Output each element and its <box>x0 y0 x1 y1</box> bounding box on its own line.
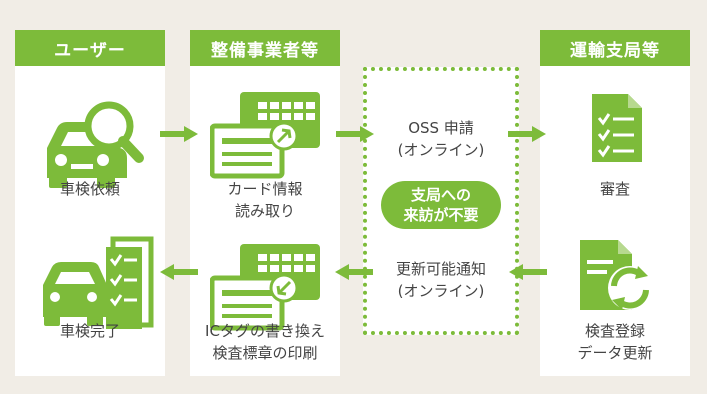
register-label-1: 検査登録 <box>584 322 645 340</box>
arrow-oss-to-bureau <box>508 126 546 142</box>
data-update-icon <box>580 240 652 310</box>
notify-label-2: (オンライン) <box>397 282 485 300</box>
arrow-operator-to-oss <box>336 126 374 142</box>
request-label: 車検依頼 <box>59 180 120 198</box>
car-search-icon <box>47 101 144 188</box>
card-read-label-1: カード情報 <box>227 180 303 198</box>
arrow-operator-to-user <box>160 264 198 280</box>
bureau-header: 運輸支局等 <box>540 30 690 66</box>
arrow-bureau-to-notify <box>509 264 547 280</box>
arrow-notify-to-operator <box>335 264 373 280</box>
car-checklist-icon <box>43 236 154 329</box>
review-label: 審査 <box>599 180 630 198</box>
checklist-icon <box>592 94 642 162</box>
card-reader-icon <box>210 92 320 179</box>
operator-header: 整備事業者等 <box>190 30 340 66</box>
user-panel: ユーザー 車検依頼 車検完了 <box>15 30 165 376</box>
bureau-panel: 運輸支局等 審査 検査登録 データ更新 <box>540 30 690 376</box>
card-read-label-2: 読み取り <box>234 202 295 220</box>
complete-label: 車検完了 <box>59 322 120 340</box>
no-visit-line-1: 支局への <box>410 186 471 204</box>
operator-panel: 整備事業者等 カード情報 読み取り ICタグの書き換え 検査標章の印刷 <box>190 30 340 376</box>
arrow-user-to-operator <box>160 126 198 142</box>
card-writer-icon <box>210 244 320 331</box>
no-visit-badge: 支局への 来訪が不要 <box>381 181 501 229</box>
ic-label-2: 検査標章の印刷 <box>212 344 318 362</box>
register-label-2: データ更新 <box>577 344 653 362</box>
oss-label-2: (オンライン) <box>397 141 485 159</box>
oss-label-1: OSS 申請 <box>408 119 474 137</box>
notify-label-1: 更新可能通知 <box>395 260 486 278</box>
ic-label-1: ICタグの書き換え <box>205 322 325 340</box>
no-visit-line-2: 来訪が不要 <box>403 206 479 224</box>
user-header: ユーザー <box>15 30 165 66</box>
